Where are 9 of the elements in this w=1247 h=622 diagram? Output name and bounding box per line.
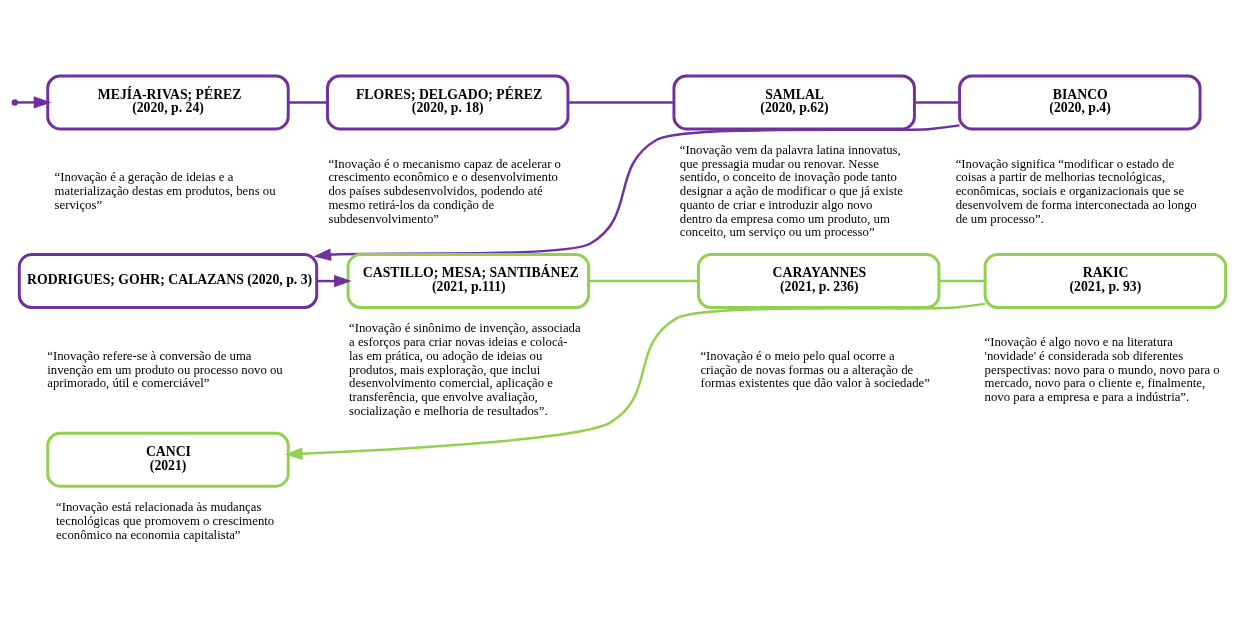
node-label: “Inovação vem da palavra latina innovatus, que pressagia mudar ou renovar. Nesse sentido, o conceito de inovação pode tanto designar a ação de modificar o que já existe quanto de criar e introduzir algo novo dentro da empresa como um produto, um conceito, um serviço ou um processo” (679, 142, 903, 240)
node-label: “Inovação é o mecanismo capaz de acelerar o crescimento econômico e o desenvolvimento dos países subdesenvolvidos, podendo até mesmo retirá-los da condição de subdesenvolvimento” (328, 156, 561, 226)
node-label: “Inovação é a geração de ideias e a materialização destas em produtos, bens ou serviços” (54, 170, 276, 212)
node-label: “Inovação refere-se à conversão de uma invenção em um produto ou processo novo ou aprimorado, útil e comerciável” (47, 348, 283, 391)
node-label: “Inovação está relacionada às mudanças tecnológicas que promovem o crescimento econômico na economia capitalista” (56, 500, 275, 542)
node-label: “Inovação é sinônimo de invenção, associada a esforços para criar novas ideias e colocá-las em prática, ou adoção de ideias ou produtos, mais exploração, que inclui desenvolvimento comercial, aplicação e transferência, que envolve avaliação, socialização e melhoria de resultados”. (349, 321, 581, 418)
node-label: “Inovação é algo novo e na literatura 'novidade' é considerada sob diferentes perspectivas: novo para o mundo, novo para o mercado, novo para o cliente e, finalmente, novo para a empresa e para a indústria”. (984, 335, 1220, 405)
node-label: “Inovação é o meio pelo qual ocorre a criação de novas formas ou a alteração de formas existentes que dão valor à sociedade” (700, 348, 930, 391)
node-label: “Inovação significa “modificar o estado de coisas a partir de melhorias tecnológicas, econômicas, sociais e organizacionais que se desenvolvem de forma interconectada ao longo de um processo”. (955, 156, 1197, 226)
